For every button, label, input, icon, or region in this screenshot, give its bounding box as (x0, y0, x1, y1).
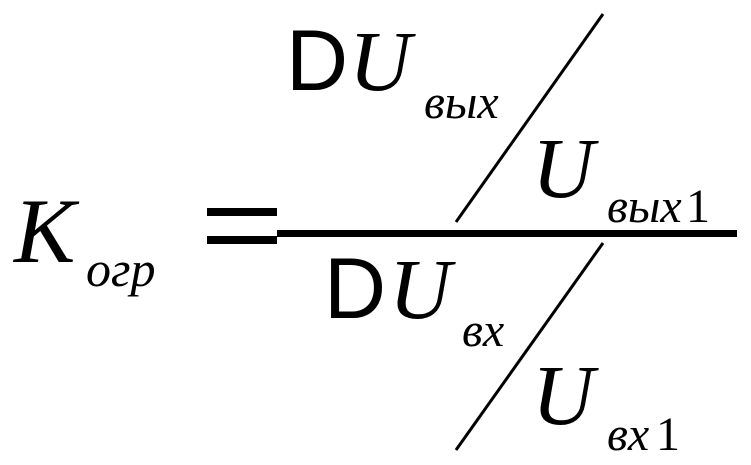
denominator-variable: U (389, 241, 456, 337)
equals-sign-bottom-bar (207, 236, 277, 244)
lhs-subscript: огр (86, 241, 156, 297)
numerator-denominator-variable: U (532, 120, 599, 216)
numerator-delta: D (286, 13, 348, 109)
main-fraction-bar (277, 230, 737, 237)
denominator-slash (454, 242, 605, 451)
denominator-denominator-subscript-text: вх (607, 408, 649, 461)
numerator-slash (454, 13, 605, 223)
numerator-denominator-subscript-text: вых (607, 180, 682, 233)
numerator-variable: U (349, 13, 416, 109)
numerator-subscript: вых (424, 76, 499, 129)
lhs-symbol: K (12, 180, 80, 282)
denominator-denominator-subscript-digit: 1 (656, 408, 680, 461)
numerator-denominator-subscript-digit: 1 (686, 180, 710, 233)
denominator-subscript: вх (462, 304, 504, 357)
denominator-denominator-variable: U (532, 347, 599, 443)
denominator-delta: D (324, 241, 386, 337)
equals-sign-top-bar (207, 208, 277, 216)
